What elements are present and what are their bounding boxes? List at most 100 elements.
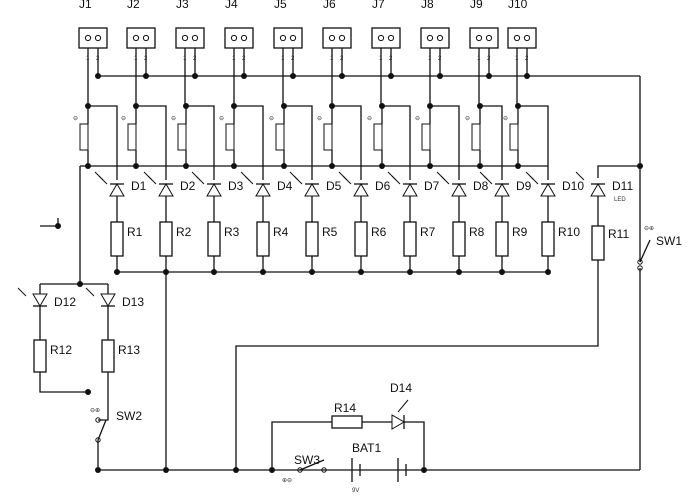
sw1-mark: ⊖⊕ xyxy=(644,226,654,232)
channel-resistor-label: R1 xyxy=(127,225,143,239)
junction-dot xyxy=(133,163,139,169)
junction-dot xyxy=(637,163,643,169)
channel-resistor-label: R6 xyxy=(371,225,387,239)
button-mark: ⊖ xyxy=(415,116,420,122)
jack-pin xyxy=(426,34,434,42)
jack-body xyxy=(175,27,205,49)
r13-body xyxy=(101,339,115,373)
switch-contact xyxy=(637,259,643,265)
channel-led-label: D7 xyxy=(424,179,440,193)
led-arrow xyxy=(195,175,205,185)
jack-label: J5 xyxy=(274,0,287,11)
button-mark: ⊖ xyxy=(171,116,176,122)
channel-resistor-label: R10 xyxy=(558,225,580,239)
jack-pin xyxy=(289,34,297,42)
junction-dot xyxy=(427,103,433,109)
d14-label: D14 xyxy=(390,381,412,395)
jack-pin xyxy=(181,34,189,42)
sw3-label: SW3 xyxy=(294,453,320,467)
junction-dot xyxy=(269,467,275,473)
led-arrow xyxy=(17,287,27,297)
led-arrow xyxy=(529,175,539,185)
switch-contact xyxy=(637,265,643,271)
junction-dot xyxy=(281,163,287,169)
jack-pin xyxy=(240,34,248,42)
junction-dot xyxy=(233,467,239,473)
button-mark: ⊖ xyxy=(269,116,274,122)
junction-dot xyxy=(339,73,345,79)
led-feed xyxy=(88,105,118,180)
r11-wire xyxy=(235,260,599,470)
jack-pin xyxy=(436,34,444,42)
channel-resistor-label: R5 xyxy=(322,225,338,239)
channel-resistor xyxy=(452,221,466,257)
d11-feed xyxy=(597,165,640,178)
switch-contact xyxy=(95,437,101,443)
channel-resistor-label: R7 xyxy=(420,225,436,239)
led-feed xyxy=(382,105,411,180)
led-arrow xyxy=(397,399,409,413)
jack-label: J9 xyxy=(470,0,483,11)
d11-led xyxy=(590,183,606,197)
jack-label: J7 xyxy=(372,0,385,11)
button-mark: ⊖ xyxy=(73,116,78,122)
channel-resistor xyxy=(110,221,124,257)
bat-label: BAT1 xyxy=(352,441,381,455)
channel-led xyxy=(494,183,510,197)
junction-dot xyxy=(114,269,120,275)
jack-pin xyxy=(475,34,483,42)
jack-label: J4 xyxy=(225,0,238,11)
led-feed xyxy=(430,105,460,180)
channel-led-label: D5 xyxy=(326,179,342,193)
pushbutton xyxy=(275,123,285,151)
aux-layer: D11 LED R11 SW1 ⊖⊕ D12 D13 R12 R13 SW2 ⊖… xyxy=(32,179,682,494)
pushbutton xyxy=(79,123,89,151)
jack-pin xyxy=(377,34,385,42)
junction-dot xyxy=(143,73,149,79)
junction-dot xyxy=(55,223,61,229)
jack-label: J1 xyxy=(79,0,92,11)
d12-label: D12 xyxy=(54,295,76,309)
led-arrow xyxy=(440,175,450,185)
sw3-lever xyxy=(299,459,325,471)
junction-dot xyxy=(477,103,483,109)
channel-resistor xyxy=(541,221,555,257)
led-feed xyxy=(284,105,313,180)
jack-label: J8 xyxy=(421,0,434,11)
sw2-lever xyxy=(97,419,107,441)
channel-resistor-label: R9 xyxy=(512,225,528,239)
d13-led xyxy=(100,293,116,307)
junction-dot xyxy=(95,73,101,79)
channel-resistor xyxy=(256,221,270,257)
led-arrow xyxy=(391,175,401,185)
jack-body xyxy=(126,27,156,49)
junction-dot xyxy=(329,103,335,109)
sw1-label: SW1 xyxy=(656,234,682,248)
junction-dot xyxy=(524,73,530,79)
channel-led-label: D8 xyxy=(473,179,489,193)
led-feed xyxy=(136,105,167,180)
bat-voltage: 9V xyxy=(352,488,359,494)
button-mark: ⊖ xyxy=(465,116,470,122)
channel-resistor xyxy=(207,221,221,257)
junction-dot xyxy=(515,163,521,169)
jack-body xyxy=(420,27,450,49)
sw3-mark: ⊕⊖ xyxy=(282,478,292,484)
jack-pin xyxy=(94,34,102,42)
junction-dot xyxy=(231,103,237,109)
jack-pin xyxy=(142,34,150,42)
r14-label: R14 xyxy=(334,401,356,415)
junction-dot xyxy=(486,73,492,79)
junction-dot xyxy=(427,163,433,169)
r14-loop xyxy=(271,421,332,470)
junction-dot xyxy=(379,103,385,109)
jack-pin xyxy=(279,34,287,42)
channel-resistor-label: R3 xyxy=(224,225,240,239)
pushbutton xyxy=(177,123,187,151)
d11-tag: LED xyxy=(614,197,626,203)
pushbutton xyxy=(421,123,431,151)
channel-led xyxy=(206,183,222,197)
channel-resistor xyxy=(305,221,319,257)
